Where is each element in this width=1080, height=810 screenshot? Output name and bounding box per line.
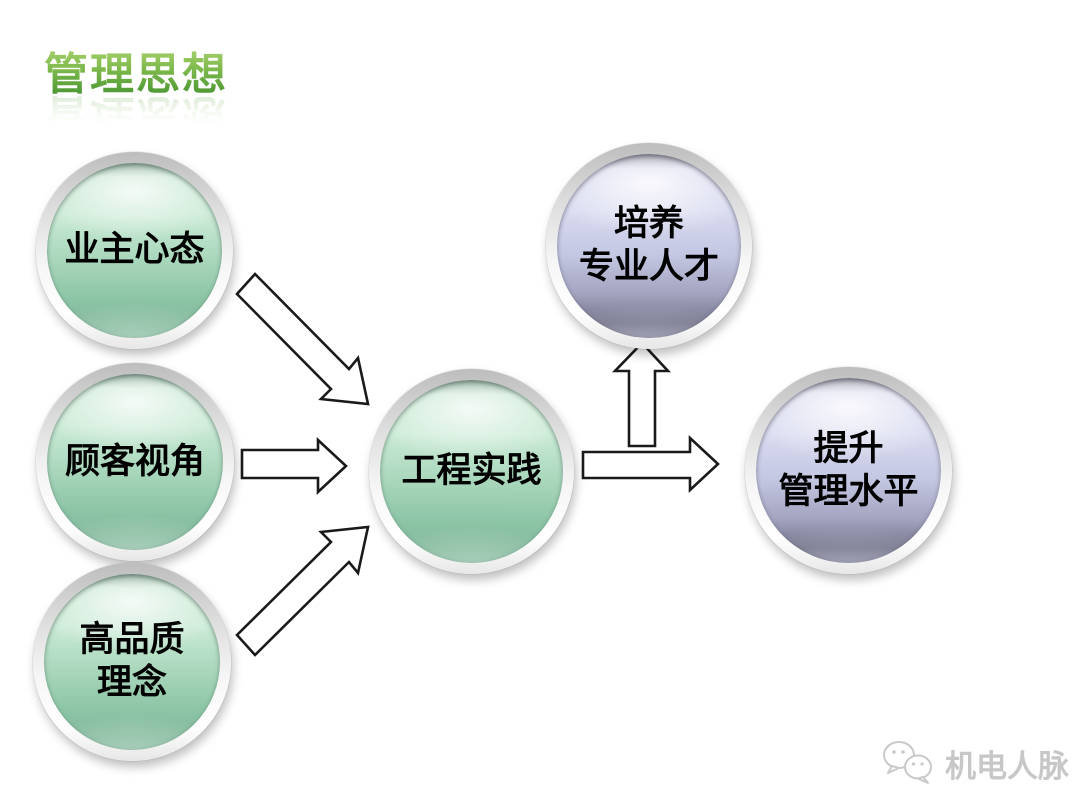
node-cultivate-professional-talent-surface: 培养 专业人才 [557,154,741,338]
node-improve-management-level-surface: 提升 管理水平 [756,378,941,563]
page-title: 管理思想 [44,38,228,102]
node-improve-management-level-label: 提升 管理水平 [778,428,919,511]
node-high-quality-concept: 高品质 理念 [33,563,231,761]
node-engineering-practice-surface: 工程实践 [380,380,563,563]
node-engineering-practice-label: 工程实践 [401,451,542,491]
arrow-customer-to-practice-icon [240,437,348,495]
node-owner-mindset-surface: 业主心态 [47,163,222,338]
wechat-icon [883,741,932,784]
watermark: 机电人脉 [882,740,1069,786]
node-improve-management-level: 提升 管理水平 [745,367,952,574]
node-cultivate-professional-talent: 培养 专业人才 [546,143,752,349]
node-owner-mindset-label: 业主心态 [64,230,205,270]
page-title-group: 管理思想 管理思想 [44,38,228,152]
watermark-text: 机电人脉 [945,748,1069,784]
node-customer-perspective-label: 顾客视角 [64,441,205,481]
arrow-practice-to-manage-icon [581,435,720,493]
node-customer-perspective: 顾客视角 [36,363,234,561]
node-owner-mindset: 业主心态 [36,152,233,349]
arrow-practice-to-talent-icon [611,341,671,448]
node-engineering-practice: 工程实践 [369,369,574,574]
node-high-quality-concept-label: 高品质 理念 [79,620,185,702]
arrow-owner-to-practice-icon [235,272,370,406]
arrow-quality-to-practice-icon [235,525,370,657]
node-customer-perspective-surface: 顾客视角 [47,374,223,550]
node-cultivate-professional-talent-label: 培养 专业人才 [578,204,719,286]
node-high-quality-concept-surface: 高品质 理念 [44,574,220,750]
